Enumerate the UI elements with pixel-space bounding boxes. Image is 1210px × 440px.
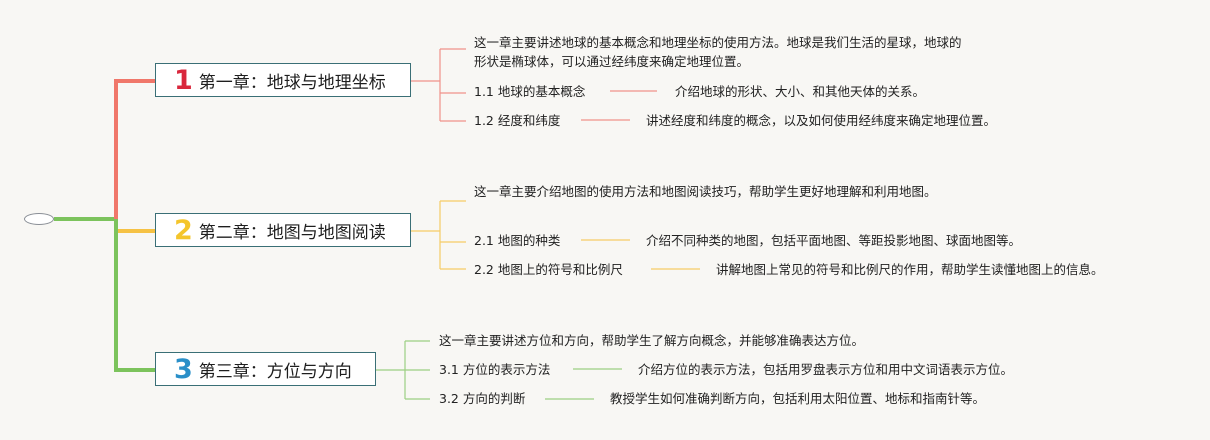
section-3-2-desc: 教授学生如何准确判断方向，包括利用太阳位置、地标和指南针等。 [610, 391, 986, 406]
section-2-2-desc: 讲解地图上常见的符号和比例尺的作用，帮助学生读懂地图上的信息。 [716, 262, 1104, 277]
chapter-1-node[interactable]: 1 第一章：地球与地理坐标 [155, 63, 411, 97]
chapter-3-number: 3 [174, 353, 193, 385]
chapter-2-subtree-lines [410, 200, 700, 270]
section-3-1-label: 3.1 方位的表示方法 [439, 362, 551, 377]
chapter-1-number: 1 [174, 64, 193, 96]
section-2-1-label: 2.1 地图的种类 [474, 233, 561, 248]
section-2-1-desc: 介绍不同种类的地图，包括平面地图、等距投影地图、球面地图等。 [646, 233, 1022, 248]
section-2-2-label: 2.2 地图上的符号和比例尺 [474, 262, 623, 277]
chapter-2-number: 2 [174, 214, 193, 246]
section-1-1-desc: 介绍地球的形状、大小、和其他天体的关系。 [675, 84, 926, 99]
chapter-3-subtree-lines [375, 340, 622, 400]
chapter-2-summary: 这一章主要介绍地图的使用方法和地图阅读技巧，帮助学生更好地理解和利用地图。 [474, 184, 937, 199]
chapter-3-summary: 这一章主要讲述方位和方向，帮助学生了解方向概念，并能够准确表达方位。 [439, 333, 865, 348]
chapter-3-node[interactable]: 3 第三章：方位与方向 [155, 352, 376, 386]
root-node[interactable] [24, 213, 54, 225]
chapter-1-branch [114, 79, 156, 219]
chapter-2-node[interactable]: 2 第二章：地图与地图阅读 [155, 213, 411, 247]
chapter-3-branch [114, 219, 156, 372]
section-1-1-label: 1.1 地球的基本概念 [474, 84, 586, 99]
section-1-2-label: 1.2 经度和纬度 [474, 113, 561, 128]
section-3-2-label: 3.2 方向的判断 [439, 391, 526, 406]
chapter-1-title: 第一章：地球与地理坐标 [198, 72, 386, 93]
chapter-3-title: 第三章：方位与方向 [198, 361, 352, 382]
section-1-2-desc: 讲述经度和纬度的概念，以及如何使用经纬度来确定地理位置。 [646, 113, 997, 128]
chapter-1-summary: 这一章主要讲述地球的基本概念和地理坐标的使用方法。地球是我们生活的星球，地球的形… [474, 35, 962, 69]
chapter-2-title: 第二章：地图与地图阅读 [198, 222, 386, 243]
chapter-1-subtree-lines [410, 48, 657, 122]
section-3-1-desc: 介绍方位的表示方法，包括用罗盘表示方位和用中文词语表示方位。 [638, 362, 1014, 377]
